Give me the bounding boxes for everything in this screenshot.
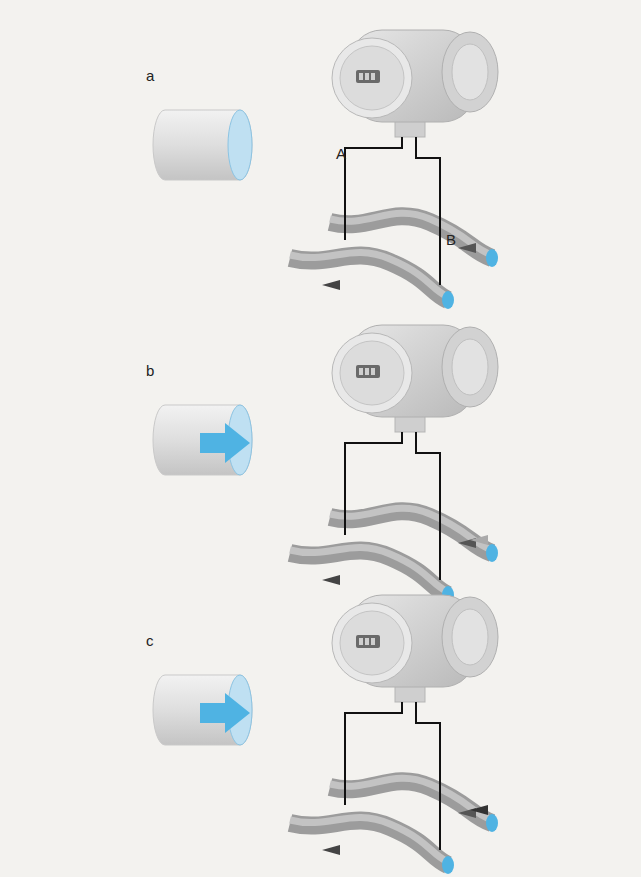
panel-letter: b (146, 363, 154, 378)
panel-letter: c (146, 633, 154, 648)
panel-letter: a (146, 68, 154, 83)
sensor-letter: B (446, 232, 456, 247)
sensor-letter: A (336, 146, 346, 161)
